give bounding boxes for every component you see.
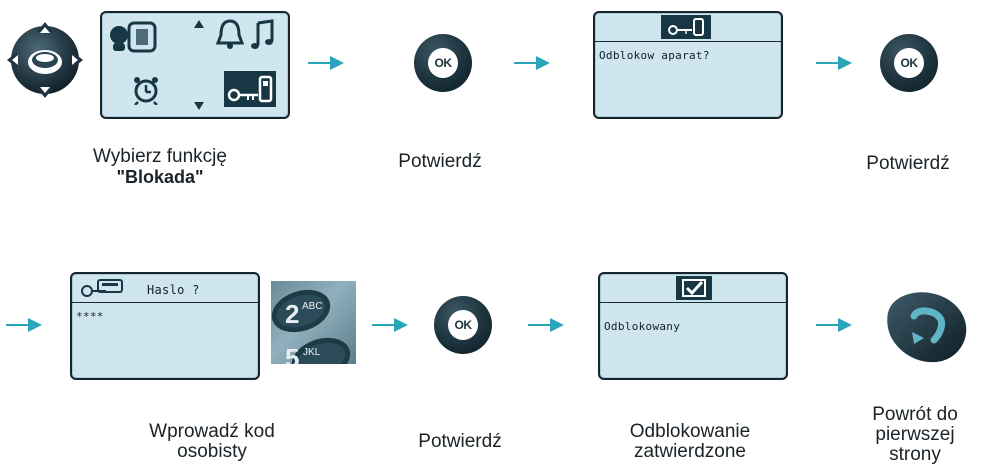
caption-confirm-1: Potwierdź — [360, 152, 520, 172]
keypad-key1: 2 — [285, 299, 299, 329]
caption-enter-code-line2: osobisty — [177, 441, 247, 462]
keylock-header-icon — [661, 15, 711, 39]
password-value: **** — [76, 310, 104, 323]
menu-screen — [100, 11, 290, 119]
caption-enter-code-line1: Wprowadź kod — [149, 421, 275, 442]
caption-unlock-confirmed: Odblokowanie zatwierdzone — [590, 422, 790, 462]
caption-return-home-line3: strony — [889, 444, 941, 465]
arrow-right-icon — [514, 56, 550, 70]
unlocked-text: Odblokowany — [604, 320, 681, 333]
caption-unlock-confirmed-line2: zatwierdzone — [634, 441, 746, 462]
caption-return-home-line1: Powrót do — [872, 404, 958, 425]
unlock-prompt-screen: Odblokow aparat? — [593, 11, 783, 119]
caption-return-home: Powrót do pierwszej strony — [850, 405, 980, 465]
caption-select-function-line2: "Blokada" — [116, 167, 204, 187]
unlocked-screen: Odblokowany — [598, 272, 788, 380]
ok-label: OK — [900, 56, 919, 70]
end-call-key-icon — [884, 288, 968, 364]
music-note-icon — [250, 19, 276, 51]
password-title: Haslo ? — [147, 283, 200, 297]
keypad-key1-letters: ABC — [302, 301, 323, 312]
ok-button-icon: OK — [880, 34, 938, 92]
ok-label: OK — [434, 56, 453, 70]
scroll-down-icon — [194, 97, 204, 110]
keypad-keys-icon: 2 ABC 5 JKL — [271, 281, 356, 364]
alarm-clock-icon — [132, 75, 160, 106]
caption-confirm-3-text: Potwierdź — [418, 431, 502, 452]
unlock-prompt-text: Odblokow aparat? — [599, 49, 710, 62]
caption-confirm-2-text: Potwierdź — [866, 153, 950, 174]
navigation-key-icon — [5, 20, 85, 100]
keypad-key2-letters: JKL — [303, 347, 321, 358]
arrow-right-icon — [528, 318, 564, 332]
caption-unlock-confirmed-line1: Odblokowanie — [629, 421, 751, 442]
caption-confirm-1-text: Potwierdź — [398, 151, 482, 172]
caption-confirm-3: Potwierdź — [380, 432, 540, 452]
keylock-icon-selected — [224, 71, 276, 107]
caption-confirm-2: Potwierdź — [838, 154, 978, 174]
arrow-right-icon — [6, 318, 42, 332]
ok-button-icon: OK — [434, 296, 492, 354]
caption-return-home-line2: pierwszej — [875, 424, 955, 445]
arrow-right-icon — [816, 318, 852, 332]
caption-enter-code: Wprowadź kod osobisty — [112, 422, 312, 462]
contacts-icon — [108, 19, 160, 57]
arrow-right-icon — [372, 318, 408, 332]
ok-button-icon: OK — [414, 34, 472, 92]
scroll-up-icon — [194, 15, 204, 28]
keys-icon — [78, 277, 128, 301]
caption-select-function: Wybierz funkcję "Blokada" — [60, 146, 260, 188]
keypad-key2: 5 — [285, 343, 299, 364]
checkbox-checked-icon — [676, 276, 712, 300]
alarm-bell-icon — [215, 19, 245, 51]
caption-select-function-line1: Wybierz funkcję — [93, 146, 227, 167]
password-screen: Haslo ? **** — [70, 272, 260, 380]
arrow-right-icon — [308, 56, 344, 70]
ok-label: OK — [454, 318, 473, 332]
arrow-right-icon — [816, 56, 852, 70]
